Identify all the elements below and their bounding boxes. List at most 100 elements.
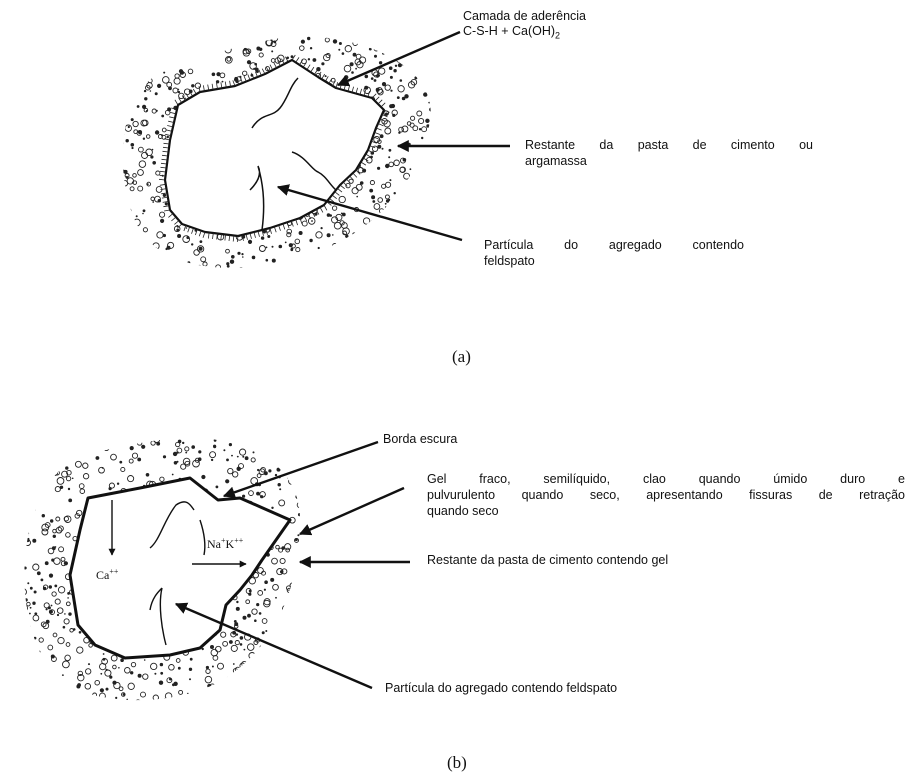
paste-grain [259,661,265,667]
paste-grain [49,610,53,614]
paste-grain [260,30,263,33]
paste-grain [258,664,265,671]
paste-grain [161,115,164,118]
paste-grain [58,587,64,593]
paste-grain [78,716,81,719]
paste-grain [72,478,74,480]
paste-grain [246,678,250,682]
paste-grain [334,222,341,229]
paste-grain [374,204,380,210]
paste-grain [193,705,195,707]
paste-grain [375,276,378,279]
paste-grain [285,242,287,244]
paste-grain [268,469,271,472]
paste-grain [269,35,273,39]
paste-grain [231,701,235,705]
paste-grain [19,570,22,573]
paste-grain [169,665,175,671]
paste-grain [369,189,373,193]
paste-grain [226,262,229,265]
paste-grain [192,709,194,711]
paste-grain [210,452,216,458]
paste-grain [258,271,262,275]
paste-grain [113,710,115,712]
paste-grain [252,609,257,614]
paste-grain [34,591,37,594]
paste-grain [388,156,390,158]
paste-grain [397,239,403,245]
paste-grain [308,642,310,644]
paste-grain [54,558,61,565]
paste-grain [226,249,230,253]
paste-grain [310,268,314,272]
paste-grain [289,479,295,485]
paste-grain [132,453,137,458]
paste-grain [226,459,229,462]
paste-grain [163,234,166,237]
paste-grain [365,75,369,79]
paste-grain [431,239,435,243]
paste-grain [203,262,207,266]
paste-grain [394,160,400,166]
paste-grain [198,39,201,42]
paste-grain [382,148,384,150]
paste-grain [131,241,135,245]
paste-grain [397,269,400,272]
paste-grain [51,605,53,607]
arrow-aggregate-b [176,604,372,688]
label-aggregate-a: Partícula do agregado contendo [484,238,744,253]
paste-grain [42,529,48,535]
paste-grain [382,52,385,55]
paste-grain [155,254,161,260]
paste-grain [55,599,60,604]
paste-grain [180,707,184,711]
paste-grain [176,659,180,663]
paste-grain [131,143,135,147]
label-dark-edge: Borda escura [383,432,457,447]
paste-grain [79,631,82,634]
paste-grain [401,190,405,194]
paste-grain [260,274,265,279]
paste-grain [300,46,305,51]
paste-grain [157,84,161,88]
paste-grain [227,57,231,61]
paste-grain [204,28,209,33]
paste-grain [295,480,299,484]
paste-grain [41,461,47,467]
paste-grain [130,671,133,674]
paste-grain [402,40,405,43]
paste-grain [379,209,383,213]
paste-grain [151,197,155,201]
paste-grain [163,698,166,701]
paste-grain [106,445,110,449]
paste-grain [349,252,354,257]
paste-grain [428,50,433,55]
paste-grain [49,574,53,578]
paste-grain [32,457,39,464]
paste-grain [116,38,120,42]
paste-grain [300,709,305,714]
paste-grain [286,264,289,267]
paste-grain [313,32,315,34]
label-bond-layer-formula: C-S-H + Ca(OH) [463,24,555,38]
paste-grain [310,47,312,49]
paste-grain [414,28,419,33]
paste-grain [76,437,79,440]
paste-grain [398,63,402,67]
paste-grain [181,269,184,272]
paste-grain [333,39,337,43]
paste-grain [152,201,154,203]
paste-grain [381,244,386,249]
paste-grain [279,660,281,662]
paste-grain [48,645,53,650]
paste-grain [53,702,56,705]
paste-grain [173,88,178,93]
paste-grain [218,684,220,686]
paste-grain [125,228,127,230]
paste-grain [27,532,29,534]
paste-grain [118,667,120,669]
paste-grain [277,468,281,472]
paste-grain [389,66,393,70]
paste-grain [160,477,164,481]
paste-grain [419,163,423,167]
